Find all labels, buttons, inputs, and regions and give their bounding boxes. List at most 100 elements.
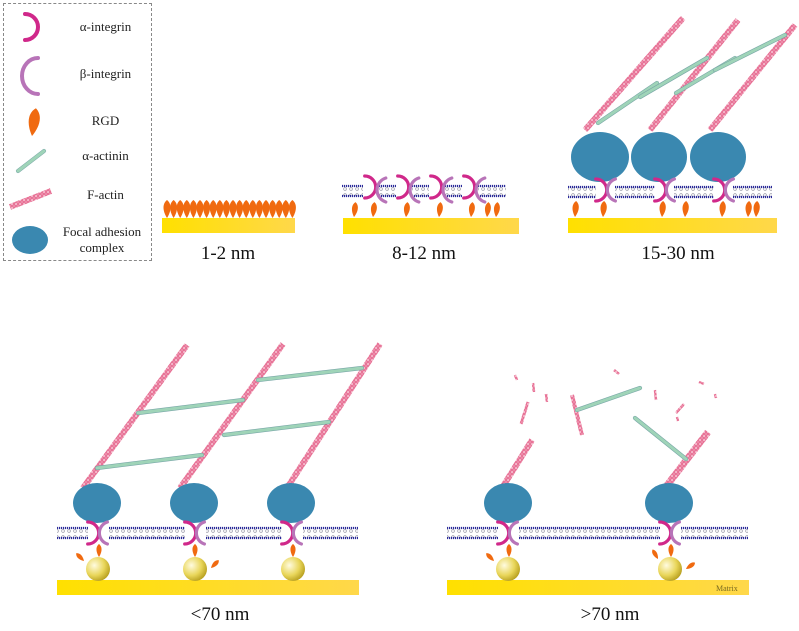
p3-f-actin [647,18,741,132]
caption-lt-70nm: <70 nm [190,604,250,625]
p4-alpha-actinin [95,453,204,470]
p1-rgd-peptide [196,200,204,218]
p5-f-actin-fragment [698,380,705,386]
p5-membrane-core [447,528,498,538]
legend-label-focal-adhesion: Focal adhesion complex [62,224,142,255]
p1-rgd-peptide [183,200,191,218]
p5-substrate [447,580,749,595]
p3-focal-adhesion-complex [631,132,687,182]
p5-rgd-peptide [506,544,512,557]
p3-rgd-peptide [753,201,760,217]
p4-rgd-peptide [290,544,296,557]
p2-alpha-integrin [363,174,378,200]
p4-f-actin [284,342,383,490]
p5-gold-nanoparticle [496,557,520,581]
p3-f-actin [582,16,686,132]
p2-rgd-peptide [468,202,475,217]
caption-1-2nm: 1-2 nm [200,243,256,264]
p2-rgd-peptide [403,202,410,217]
p3-integrin-pair-beta-integrin [605,177,617,203]
p1-rgd-peptide [275,200,283,218]
p5-focal-adhesion-complex [484,483,532,523]
p3-rgd-peptide [659,201,666,217]
p1-rgd-peptide [222,200,230,218]
p4-rgd-peptide [96,544,102,557]
p1-rgd-peptide [203,200,211,218]
p1-rgd-peptide [216,200,224,218]
p1-substrate [162,218,295,233]
p2-membrane-core [412,186,429,196]
p4-rgd-peptide [76,553,84,561]
legend-label-rgd: RGD [91,113,120,128]
alpha-integrin-icon [23,12,40,42]
p5-f-actin-fragment [713,393,718,399]
p1-rgd-peptide [176,200,184,218]
p5-f-actin-fragment [613,369,620,375]
p4-alpha-actinin [222,420,331,437]
p5-membrane-core [519,528,660,538]
p5-alpha-actinin [633,416,688,461]
p4-gold-nanoparticle [281,557,305,581]
p1-rgd-peptide [229,200,237,218]
p4-f-actin [177,342,286,490]
p3-integrin-pair-alpha-integrin [712,177,727,203]
p5-f-actin-fragment [513,374,519,381]
p2-substrate [343,218,519,234]
p2-alpha-integrin [462,174,477,200]
p4-focal-adhesion-complex [73,483,121,523]
caption-gt-70nm: >70 nm [580,604,640,625]
p3-rgd-peptide [745,201,752,217]
p2-membrane-core [342,186,363,196]
p5-f-actin-fragment [519,401,530,425]
p5-f-actin-fragment [675,416,680,422]
p5-membrane-core [681,528,748,538]
p1-rgd-peptide [189,200,197,218]
p3-integrin-pair-beta-integrin [664,177,676,203]
focal-adhesion-icon [12,226,48,254]
p5-integrin-pair-alpha-integrin [658,520,673,546]
p5-f-actin-fragment [675,403,685,414]
p4-f-actin [80,343,190,490]
p4-alpha-actinin [136,398,245,415]
p3-rgd-peptide [600,201,607,217]
p5-integrin-pair-beta-integrin [669,520,681,546]
p4-gold-nanoparticle [183,557,207,581]
p5-f-actin-fragment [653,389,658,401]
p3-focal-adhesion-complex [690,132,746,182]
p5-alpha-actinin [575,386,642,412]
p5-f-actin-fragment [531,382,536,393]
p5-rgd-peptide [652,549,659,559]
p4-alpha-actinin [256,366,364,382]
p1-rgd-peptide [282,200,290,218]
p3-membrane-core [733,187,772,197]
p3-membrane-core [615,187,655,197]
beta-integrin-icon [20,56,40,96]
p4-membrane-core [206,528,282,538]
p2-rgd-peptide [436,202,443,217]
p4-integrin-pair-alpha-integrin [86,520,101,546]
p5-gold-nanoparticle [658,557,682,581]
p2-membrane-core [445,186,462,196]
p1-rgd-peptide [163,200,171,218]
p1-rgd-peptide [236,200,244,218]
p2-rgd-peptide [351,202,358,217]
p3-alpha-actinin [638,56,709,99]
p2-alpha-integrin [396,174,411,200]
p3-rgd-peptide [682,201,689,217]
p3-integrin-pair-beta-integrin [723,177,735,203]
caption-8-12nm: 8-12 nm [392,243,456,264]
p2-beta-integrin [375,176,388,204]
p5-rgd-peptide [668,544,674,557]
p2-rgd-peptide [484,202,491,217]
legend-box [3,3,152,261]
alpha-actinin-icon [16,149,46,173]
p1-rgd-peptide [242,200,250,218]
p3-rgd-peptide [572,201,579,217]
p1-rgd-peptide [288,200,296,218]
p4-membrane-core [57,528,88,538]
p3-membrane-core [674,187,714,197]
p5-rgd-peptide [686,562,696,569]
p4-integrin-pair-beta-integrin [194,520,206,546]
p2-rgd-peptide [370,202,377,217]
